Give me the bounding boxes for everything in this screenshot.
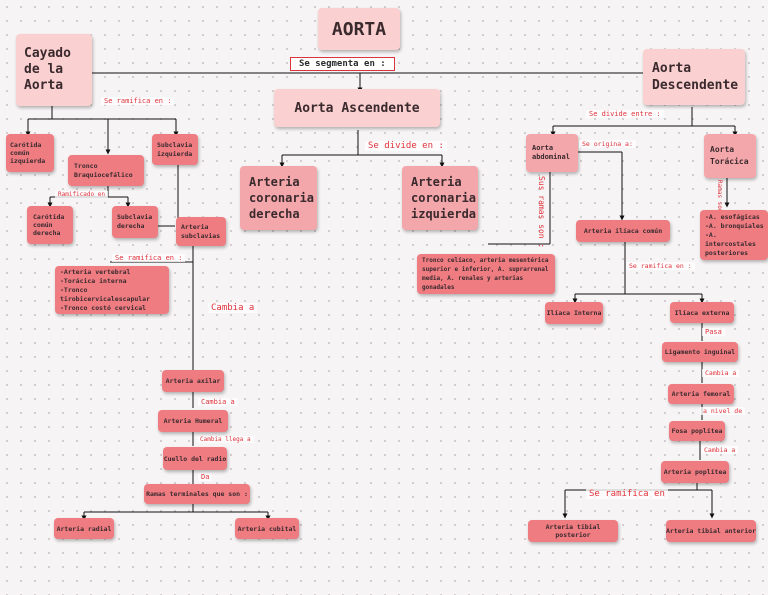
node-fosa-poplitea: Fosa poplítea bbox=[669, 421, 725, 441]
node-subclavia-izquierda: Subclavia izquierda bbox=[152, 134, 198, 165]
cambia-a-note-4: Cambia a bbox=[701, 446, 739, 454]
node-arteria-subclavias: Arteria subclavias bbox=[176, 217, 226, 246]
node-tibial-posterior: Arteria tibial posterior bbox=[528, 520, 618, 542]
a-nivel-de-note: a nivel de bbox=[700, 407, 746, 415]
ascendente-box: Aorta Ascendente bbox=[274, 89, 440, 127]
node-coronaria-derecha: Arteria coronaria derecha bbox=[240, 166, 317, 230]
node-cuello-radio: Cuello del radio bbox=[163, 447, 227, 470]
da-note: Da bbox=[198, 473, 213, 481]
node-arteria-cubital: Arteria cubital bbox=[235, 518, 299, 539]
node-subclavia-derecha: Subclavia derecha bbox=[112, 206, 158, 238]
node-ligamento-inguinal: Ligamento inguinal bbox=[662, 342, 738, 362]
node-iliaca-interna: Ilíaca Interna bbox=[545, 302, 603, 324]
descendente-label: Aorta Descendente bbox=[652, 61, 739, 93]
se-divide-desc-note: Se divide entre : bbox=[586, 110, 664, 118]
se-ramifica-final-note: Se ramifica en bbox=[586, 489, 668, 499]
se-origina-note: Se origina a: bbox=[579, 140, 636, 148]
node-ramas-subclavias: -Arteria vertebral -Torácica interna -Tr… bbox=[55, 266, 169, 314]
node-tronco-braquiocefalico: Tronco Braquiocefálico bbox=[68, 155, 144, 186]
node-arteria-poplitea: Arteria poplítea bbox=[661, 461, 729, 483]
node-toracica-ramas: -A. esofágicas -A. bronquiales -A. inter… bbox=[700, 210, 768, 260]
se-ramifica-subclavias-note: Se ramifica en : bbox=[112, 254, 186, 262]
node-arteria-humeral: Arteria Humeral bbox=[158, 410, 228, 432]
node-arteria-radial: Arteria radial bbox=[54, 518, 114, 539]
node-iliaca-externa: Ilíaca externa bbox=[670, 302, 734, 323]
node-ramas-abdominal: Tronco celíaco, arteria mesentérica supe… bbox=[417, 254, 555, 294]
cambia-a-note-3: Cambia a bbox=[702, 369, 740, 377]
cayado-label: Cayado de la Aorta bbox=[24, 46, 71, 93]
node-carotida-izquierda: Carótida común izquierda bbox=[6, 134, 54, 172]
sus-ramas-son-note: Sus ramas son : bbox=[537, 176, 546, 249]
node-aorta-toracica: Aorta Torácica bbox=[704, 134, 756, 178]
se-segmenta-label: Se segmenta en : bbox=[290, 57, 395, 71]
node-tibial-anterior: Arteria tibial anterior bbox=[666, 520, 756, 542]
cambia-llega-a-note: Cambia llega a bbox=[197, 436, 254, 443]
descendente-box: Aorta Descendente bbox=[643, 49, 745, 105]
se-ramifica-iliaca-note: Se ramifica en : bbox=[626, 262, 695, 270]
title-aorta: AORTA bbox=[318, 8, 400, 50]
node-ramas-terminales: Ramas terminales que son : bbox=[144, 484, 250, 504]
ascendente-label: Aorta Ascendente bbox=[294, 100, 420, 116]
se-divide-asc-note: Se divide en : bbox=[365, 141, 447, 151]
node-carotida-derecha: Carótida común derecha bbox=[27, 206, 73, 244]
cayado-box: Cayado de la Aorta bbox=[16, 34, 92, 106]
cambia-a-note-2: Cambia a bbox=[198, 398, 238, 406]
cambia-a-note-1: Cambia a bbox=[208, 303, 258, 313]
node-arteria-femoral: Arteria femoral bbox=[668, 384, 734, 404]
node-coronaria-izquierda: Arteria coronaria izquierda bbox=[402, 166, 478, 230]
node-iliaca-comun: Arteria ilíaca común bbox=[576, 220, 670, 242]
pasa-note: Pasa bbox=[702, 328, 725, 336]
ramificado-en-note: Ramificado en bbox=[55, 191, 108, 198]
se-ramifica-cayado-note: Se ramifica en : bbox=[101, 97, 175, 105]
node-aorta-abdominal: Aorta abdominal bbox=[526, 134, 578, 172]
node-arteria-axilar: Arteria axilar bbox=[162, 370, 224, 392]
